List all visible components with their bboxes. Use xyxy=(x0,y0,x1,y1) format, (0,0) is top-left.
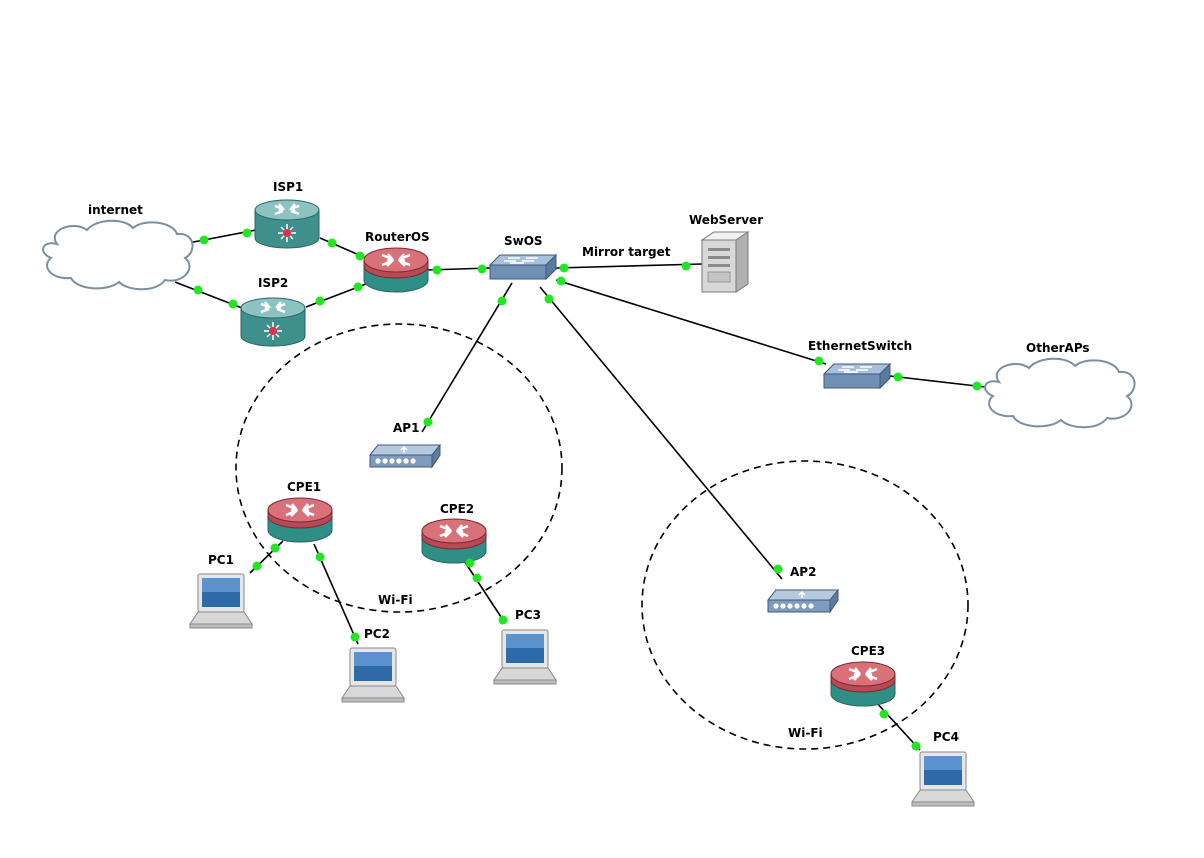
node-label-isp1: ISP1 xyxy=(273,180,304,194)
cloud-icon[interactable] xyxy=(984,357,1136,429)
switch-icon[interactable] xyxy=(489,254,557,280)
link-ethernetswitch-otheraps[interactable] xyxy=(889,375,986,388)
router-icon[interactable] xyxy=(420,517,488,565)
link-endpoint xyxy=(497,296,507,306)
node-label-routeros: RouterOS xyxy=(365,230,430,244)
router-icon[interactable] xyxy=(266,496,334,544)
node-label-swos: SwOS xyxy=(504,234,543,248)
router-icon[interactable] xyxy=(253,198,321,250)
link-endpoint xyxy=(814,356,824,366)
node-label-pc4: PC4 xyxy=(933,730,959,744)
laptop-icon[interactable] xyxy=(493,629,557,685)
node-label-cpe3: CPE3 xyxy=(851,644,886,658)
link-endpoint xyxy=(350,632,360,642)
link-endpoint xyxy=(773,564,783,574)
node-label-isp2: ISP2 xyxy=(258,276,289,290)
link-endpoint xyxy=(327,238,337,248)
node-label-ethernetswitch: EthernetSwitch xyxy=(808,339,913,353)
link-swos-webserver[interactable] xyxy=(555,263,703,269)
server-icon[interactable] xyxy=(701,231,749,293)
link-endpoint xyxy=(315,296,325,306)
link-endpoint xyxy=(879,709,889,719)
link-endpoint xyxy=(544,294,554,304)
router-icon[interactable] xyxy=(239,296,307,348)
node-label-cpe2: CPE2 xyxy=(440,502,475,516)
node-label-otheraps: OtherAPs xyxy=(1026,341,1090,355)
link-swos-ethernetswitch[interactable] xyxy=(555,279,827,365)
node-label-pc1: PC1 xyxy=(208,553,234,567)
laptop-icon[interactable] xyxy=(341,647,405,703)
link-endpoint xyxy=(199,235,209,245)
wifi-zone-2 xyxy=(641,460,969,750)
node-label-pc3: PC3 xyxy=(515,608,541,622)
link-label-mirror-target: Mirror target xyxy=(582,245,671,259)
link-cpe2-pc3[interactable] xyxy=(462,558,504,621)
link-endpoint xyxy=(228,299,238,309)
wifi-zone-1 xyxy=(235,323,563,613)
cloud-icon[interactable] xyxy=(42,219,194,291)
node-label-ap1: AP1 xyxy=(393,421,420,435)
link-endpoint xyxy=(315,552,325,562)
zone-label-wifi-2: Wi-Fi xyxy=(788,726,823,740)
router-icon[interactable] xyxy=(829,660,897,708)
link-endpoint xyxy=(193,285,203,295)
switch-icon[interactable] xyxy=(823,363,891,389)
link-swos-ap1[interactable] xyxy=(421,282,513,433)
link-endpoint xyxy=(477,264,487,274)
link-endpoint xyxy=(465,558,475,568)
link-endpoint xyxy=(242,228,252,238)
link-endpoint xyxy=(556,276,566,286)
link-endpoint xyxy=(893,372,903,382)
link-endpoint xyxy=(972,381,982,391)
link-endpoint xyxy=(432,265,442,275)
link-endpoint xyxy=(270,543,280,553)
access-point-icon[interactable] xyxy=(767,589,839,613)
link-endpoint xyxy=(498,615,508,625)
node-label-internet: internet xyxy=(88,203,143,217)
link-endpoint xyxy=(355,251,365,261)
link-endpoint xyxy=(559,263,569,273)
router-icon[interactable] xyxy=(362,246,430,294)
link-endpoint xyxy=(353,282,363,292)
laptop-icon[interactable] xyxy=(911,751,975,807)
link-endpoint xyxy=(911,741,921,751)
link-endpoint xyxy=(423,417,433,427)
link-endpoint xyxy=(472,573,482,583)
node-label-cpe1: CPE1 xyxy=(287,480,322,494)
node-label-ap2: AP2 xyxy=(790,565,817,579)
link-endpoints xyxy=(193,228,982,751)
link-endpoint xyxy=(681,261,691,271)
node-label-pc2: PC2 xyxy=(364,627,390,641)
node-label-webserver: WebServer xyxy=(689,213,764,227)
link-swos-ap2[interactable] xyxy=(539,286,783,580)
access-point-icon[interactable] xyxy=(369,444,441,468)
zone-label-wifi-1: Wi-Fi xyxy=(378,593,413,607)
laptop-icon[interactable] xyxy=(189,573,253,629)
link-endpoint xyxy=(252,561,262,571)
